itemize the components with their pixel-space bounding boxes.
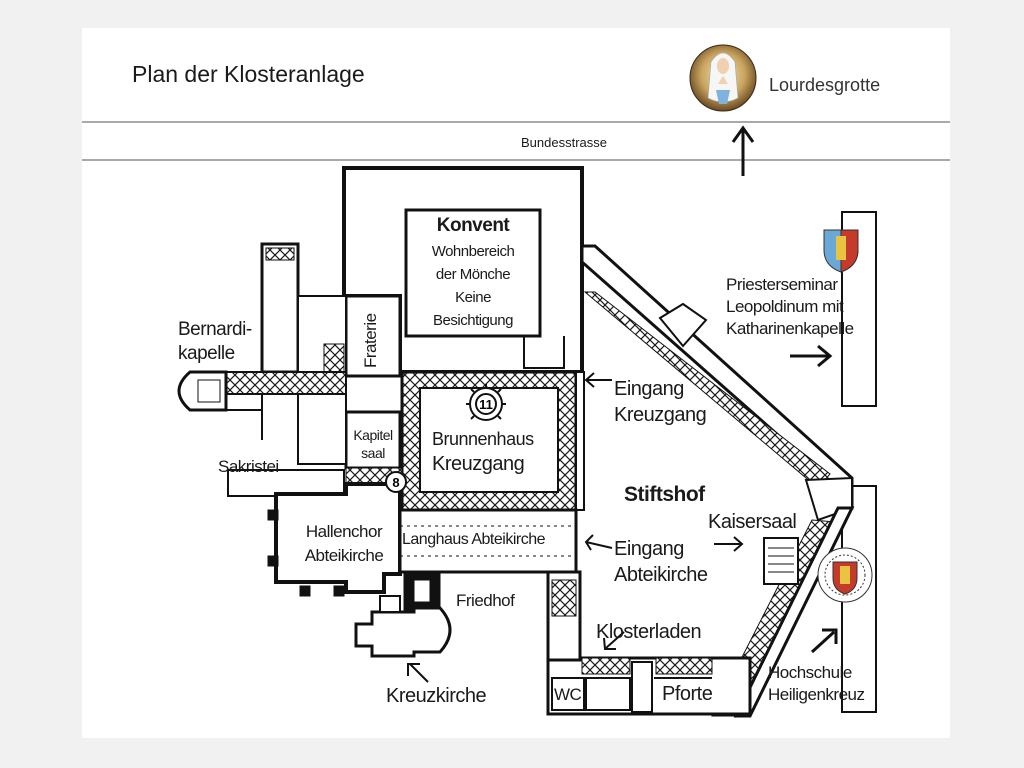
brunnenhaus-label: Brunnenhaus	[432, 429, 534, 449]
konvent-title: Konvent	[436, 215, 510, 236]
hallenchor-building	[267, 482, 402, 597]
priesterseminar-line: Leopoldinum mit	[726, 297, 844, 316]
eingang-kreuzgang-line: Eingang	[614, 378, 684, 400]
marker-8-label: 8	[392, 475, 399, 490]
brunnenhaus-fountain-icon	[466, 384, 506, 421]
eingang-kreuzgang-line: Kreuzgang	[614, 404, 707, 426]
wc-label: WC	[554, 685, 582, 704]
kreuzkirche-label: Kreuzkirche	[386, 685, 487, 707]
eingang-abteikirche-line: Abteikirche	[614, 564, 708, 586]
sakristei-room	[227, 469, 345, 497]
bernardi-wing	[177, 242, 347, 465]
sakristei-label: Sakristei	[218, 457, 279, 476]
marker-11	[475, 393, 497, 415]
university-seal-icon	[817, 547, 873, 603]
priesterseminar-outline	[841, 211, 877, 407]
konvent-line: Besichtigung	[433, 312, 513, 329]
lourdes-medallion-icon	[689, 44, 757, 112]
kapitelsaal-label: Kapitel saal	[346, 426, 400, 462]
arrow-right-icon	[714, 536, 744, 552]
bernardikapelle-line: Bernardi-	[178, 319, 252, 340]
arrow-up-left-icon	[407, 663, 429, 683]
konvent-text: Wohnbereich der Mönche Keine Besichtigun…	[406, 240, 540, 332]
priesterseminar-label: Priesterseminar Leopoldinum mit Katharin…	[726, 274, 854, 340]
hallenchor-line: Hallenchor	[305, 522, 383, 541]
road-label: Bundesstrasse	[521, 135, 607, 150]
eingang-abteikirche-line: Eingang	[614, 538, 684, 560]
arrow-up-right-icon	[810, 628, 838, 654]
pforte-label: Pforte	[662, 683, 713, 705]
priesterseminar-line: Priesterseminar	[726, 275, 838, 294]
hallenchor-line: Abteikirche	[304, 546, 384, 565]
marker-11-label: 11	[479, 397, 493, 412]
marker-8	[385, 471, 407, 493]
langhaus-building	[398, 508, 578, 611]
cloister	[400, 370, 585, 512]
kapitelsaal-line: saal	[361, 445, 385, 461]
konvent-line: der Mönche	[435, 266, 511, 283]
west-corridor	[546, 570, 582, 662]
klosterladen-label: Klosterladen	[596, 621, 702, 643]
hallenchor-label: Hallenchor Abteikirche	[288, 520, 400, 568]
arrow-right-icon	[790, 344, 833, 368]
kapitelsaal-line: Kapitel	[353, 427, 393, 443]
kreuzkirche-building	[354, 595, 452, 658]
bundesstrasse-road	[82, 121, 950, 161]
bernardikapelle-line: kapelle	[178, 343, 235, 364]
eingang-abteikirche-label: Eingang Abteikirche	[614, 536, 708, 588]
fraterie-label: Fraterie	[361, 313, 380, 368]
priesterseminar-line: Katharinenkapelle	[726, 319, 854, 338]
arrow-left-icon	[584, 372, 612, 388]
hochschule-line: Hochschule	[768, 663, 852, 682]
map-title: Plan der Klosteranlage	[132, 61, 365, 87]
south-wing	[546, 656, 752, 716]
hochschule-line: Heiligenkreuz	[768, 685, 865, 704]
konvent-line: Keine	[455, 289, 491, 306]
konvent-line: Wohnbereich	[431, 243, 515, 260]
friedhof-label: Friedhof	[456, 591, 515, 610]
stiftshof-label: Stiftshof	[624, 483, 705, 506]
kaisersaal-stair	[763, 537, 799, 585]
bernardikapelle-label: Bernardi- kapelle	[178, 318, 252, 366]
kaisersaal-label: Kaisersaal	[708, 511, 797, 533]
arrow-up-icon	[731, 125, 755, 176]
hochschule-label: Hochschule Heiligenkreuz	[768, 662, 865, 706]
arrow-down-left-icon	[603, 631, 625, 650]
kreuzgang-label: Kreuzgang	[432, 453, 525, 475]
eingang-kreuzgang-label: Eingang Kreuzgang	[614, 376, 707, 428]
lourdesgrotte-label: Lourdesgrotte	[769, 75, 881, 95]
arrow-left-icon	[584, 534, 613, 551]
coat-of-arms-icon	[823, 229, 859, 273]
langhaus-label: Langhaus Abteikirche	[402, 531, 546, 548]
